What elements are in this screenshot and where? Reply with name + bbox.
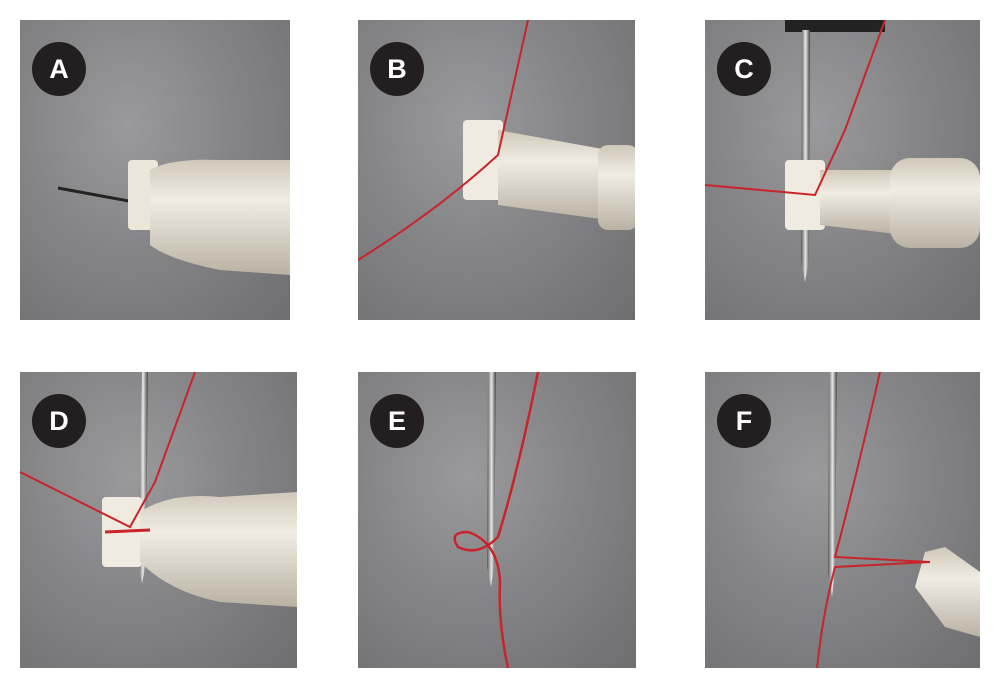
photo-panel-e: E (358, 372, 636, 668)
threader-illustration (20, 372, 297, 607)
photo-panel-d: D (20, 372, 297, 668)
step-badge: C (717, 42, 771, 96)
needle-illustration (816, 372, 980, 668)
step-badge: E (370, 394, 424, 448)
threader-illustration (358, 20, 635, 261)
step-badge: A (32, 42, 86, 96)
photo-panel-b: B (358, 20, 635, 320)
step-badge: D (32, 394, 86, 448)
threader-illustration (705, 20, 980, 282)
photo-panel-f: F (705, 372, 980, 668)
step-badge: B (370, 42, 424, 96)
photo-panel-c: C (705, 20, 980, 320)
photo-panel-a: A (20, 20, 290, 320)
threader-illustration (57, 159, 290, 275)
step-badge: F (717, 394, 771, 448)
needle-illustration (453, 372, 540, 668)
